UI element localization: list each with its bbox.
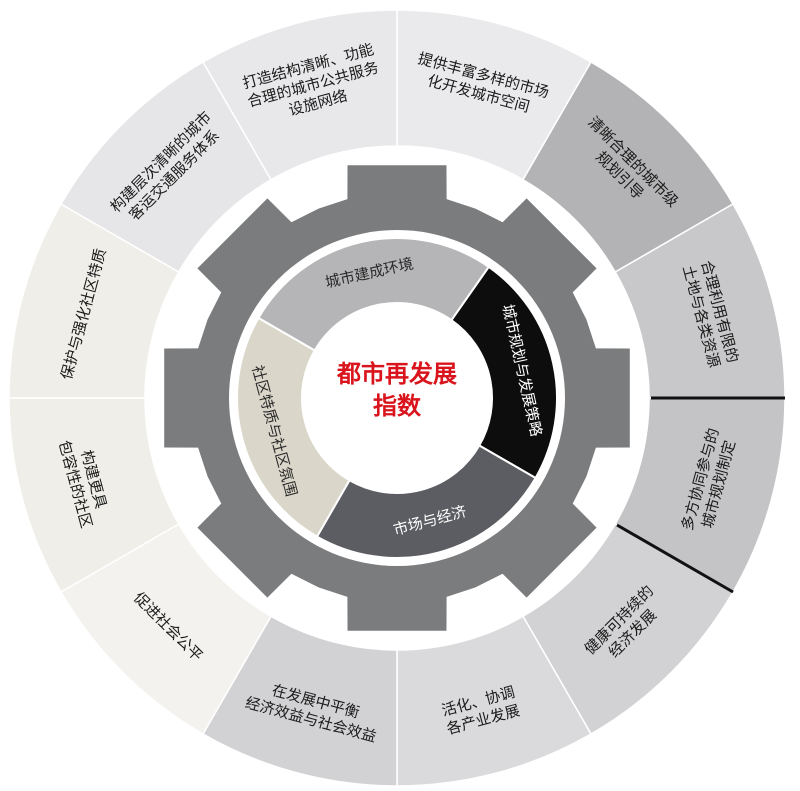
inner-segment-community-character: 社区特质与社区氛围 [236,316,351,538]
outer-segment-social-equity: 促进社会公平 [59,522,273,736]
outer-dark-separator [616,523,734,594]
outer-segment-community-character-protect: 保护与强化社区特质 [8,202,180,399]
center-title-line-1: 都市再发展 [336,360,457,388]
inner-segment-market-economy: 市场与经济 [315,444,537,559]
inner-segment-fill [257,237,491,352]
inner-segment-fill [450,265,558,480]
inner-segment-fill [315,444,537,559]
inner-segment-fill [236,316,351,538]
outer-segment-fill [201,9,398,181]
outer-ring: 提供丰富多样的市场化开发城市空间清晰合理的城市级规划引导合理利用有限的土地与各类… [8,9,786,787]
center-label: 都市再发展 指数 [336,360,457,420]
center-title-line-2: 指数 [373,392,422,420]
inner-segment-urban-environment: 城市建成环境 [257,237,491,352]
inner-segment-planning-strategy: 城市规划与发展策略 [450,265,558,480]
